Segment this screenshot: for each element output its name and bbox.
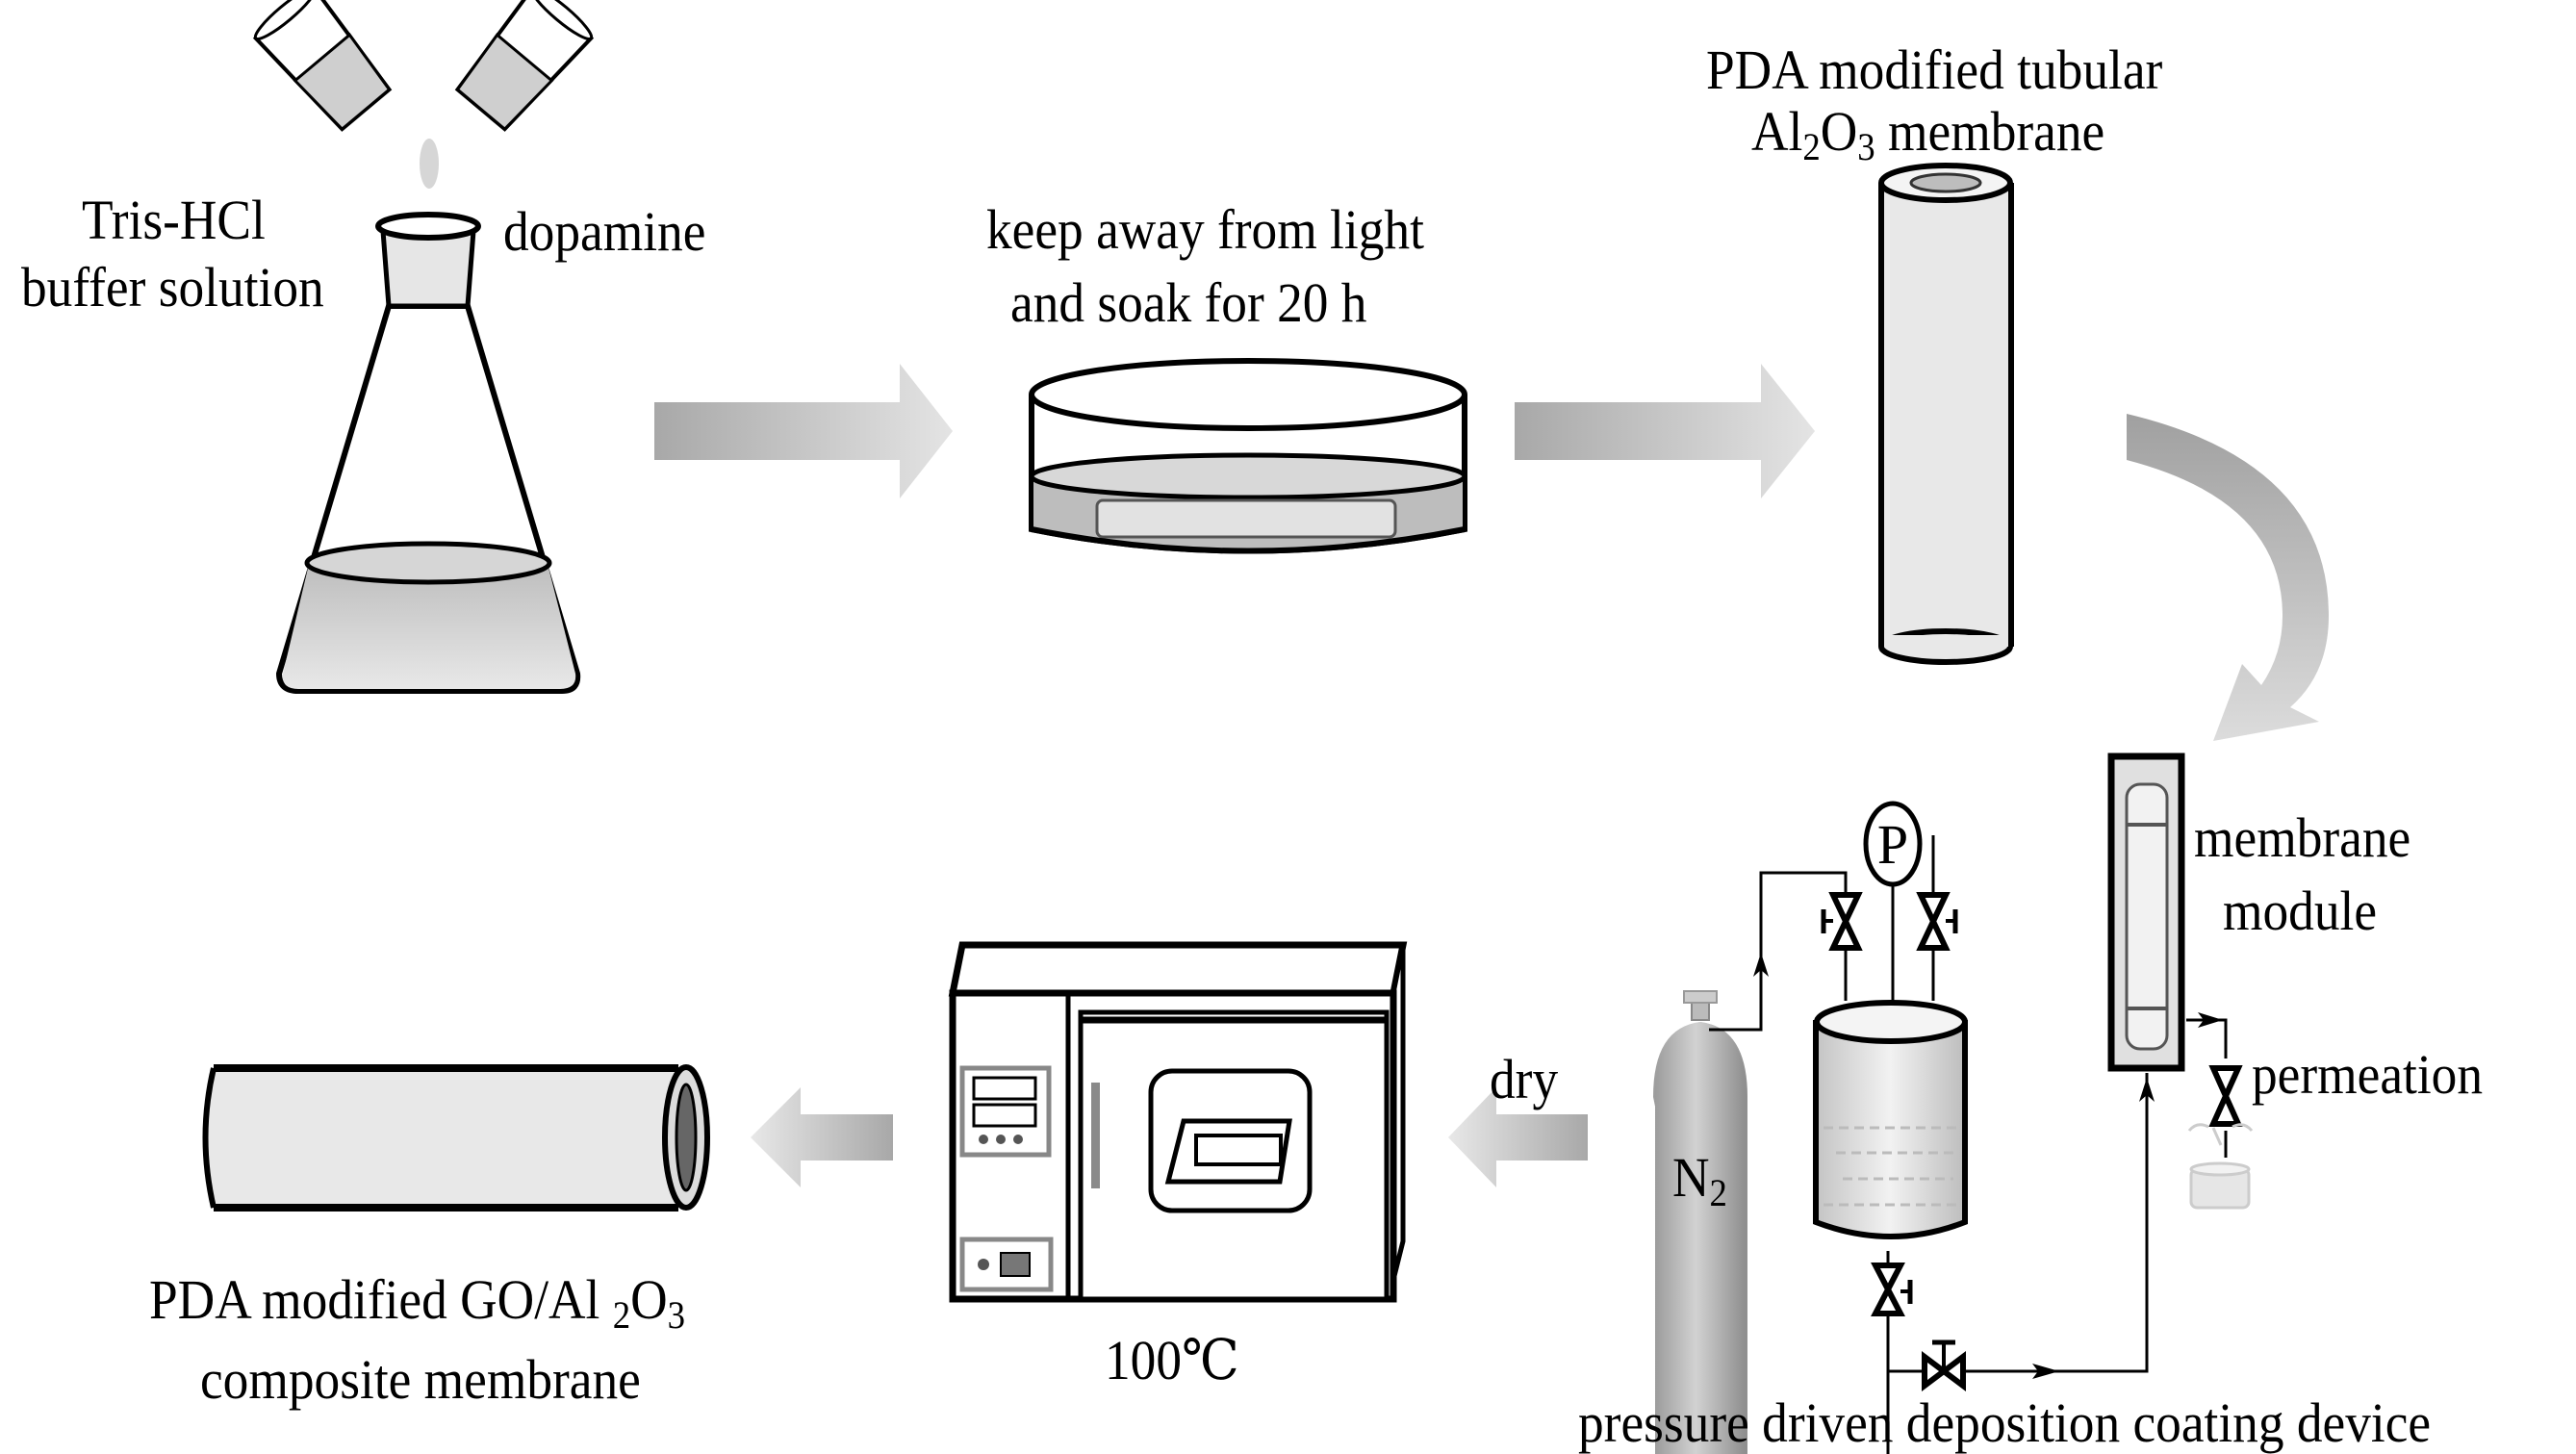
text-n: N	[1672, 1146, 1710, 1209]
label-soak-line2: and soak for 20 h	[1010, 271, 1367, 334]
label-membrane-module-line2: module	[2223, 880, 2378, 942]
valve-icon	[2208, 1065, 2243, 1127]
label-pda-tube-line1: PDA modified tubular	[1706, 38, 2163, 101]
label-pda-tube-line2: Al2O3 membrane	[1751, 104, 2104, 166]
beaker-right-icon	[454, 0, 595, 132]
flow-arrow-curved	[2127, 414, 2329, 741]
flow-arrow-right-2	[1515, 364, 1815, 498]
subscript-3: 3	[667, 1293, 686, 1337]
flow-arrow-right-1	[654, 364, 953, 498]
soaking-dish-icon	[1029, 358, 1467, 554]
valve-icon	[1922, 1339, 1966, 1391]
label-temperature: 100℃	[1105, 1329, 1239, 1391]
flow-arrow-left-product	[751, 1087, 893, 1187]
subscript-2: 2	[612, 1293, 631, 1337]
flow-arrow-left-dry	[1448, 1087, 1588, 1187]
drying-oven-icon	[948, 941, 1408, 1303]
label-membrane-module-line1: membrane	[2194, 806, 2411, 869]
collection-dish-icon	[2187, 1123, 2254, 1210]
pressure-vessel-icon	[1813, 1000, 1968, 1239]
text-membrane: membrane	[1875, 100, 2105, 163]
label-product-line2: composite membrane	[200, 1348, 641, 1411]
label-n2: N2	[1672, 1150, 1727, 1212]
label-buffer-solution: buffer solution	[21, 256, 324, 319]
text-o: O	[630, 1268, 668, 1331]
subscript-2: 2	[1709, 1171, 1727, 1214]
n2-cylinder-icon	[1653, 990, 1747, 1454]
gauge-label: P	[1877, 813, 1908, 876]
beaker-left-icon	[252, 0, 393, 132]
tubular-membrane-icon	[1878, 163, 2014, 665]
valve-icon	[1916, 892, 1958, 951]
pressure-gauge-icon: P	[1863, 801, 1923, 887]
label-dry: dry	[1490, 1048, 1559, 1110]
label-dopamine: dopamine	[503, 200, 706, 263]
label-soak-line1: keep away from light	[986, 198, 1424, 261]
subscript-3: 3	[1857, 125, 1875, 168]
label-tris-hcl: Tris-HCl	[82, 189, 266, 251]
text-al: Al	[1751, 100, 1803, 163]
label-product-line1: PDA modified GO/Al 2O3	[149, 1272, 685, 1335]
text-o: O	[1820, 100, 1858, 163]
erlenmeyer-flask-icon	[275, 212, 581, 694]
label-device: pressure driven deposition coating devic…	[1578, 1391, 2432, 1454]
text-pda-go-al: PDA modified GO/Al	[149, 1268, 613, 1331]
label-permeation: permeation	[2252, 1043, 2484, 1106]
valve-icon	[1871, 1263, 1913, 1316]
composite-membrane-tube-icon	[202, 1064, 710, 1212]
valve-icon	[1821, 892, 1863, 951]
subscript-2: 2	[1802, 125, 1821, 168]
membrane-module-icon	[2107, 753, 2185, 1072]
